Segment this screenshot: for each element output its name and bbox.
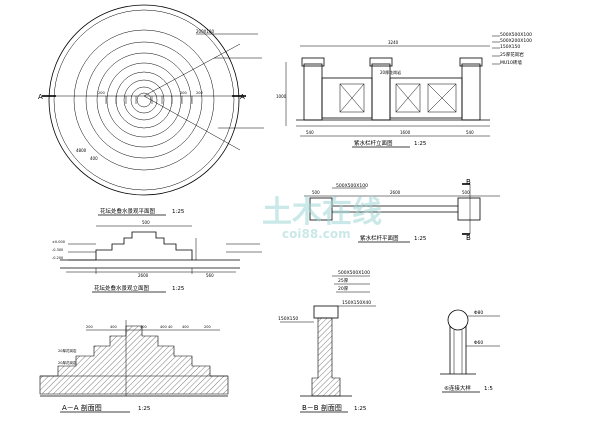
aa-dim-2: 400: [110, 325, 117, 329]
aa-dim-6: 200: [204, 325, 211, 329]
aa-note-1: 20厚花岗岩: [58, 348, 77, 353]
railing-plan: 500X500X100 500 2600 500 B B 紫水栏杆平面图 1:2…: [304, 178, 500, 243]
connection-detail: Φ80 Φ60 ⑥连接大样 1:5: [440, 309, 500, 393]
section-bb: 500X500X100 25厚 20厚 150X150X40 150X150 B…: [278, 270, 376, 413]
detail-title: ⑥连接大样: [444, 384, 471, 392]
elev-top-dim: 500: [142, 220, 150, 225]
elev-scale: 1:25: [172, 286, 185, 292]
rail-plan-scale: 1:25: [414, 236, 427, 242]
elev-level-2: -0.300: [52, 248, 63, 252]
elev-title: 花坛处叠水景观立面图: [94, 284, 150, 292]
ring-note: 200X100: [196, 29, 214, 34]
rail-dim-bottom-3: 540: [466, 130, 474, 135]
fountain-elevation: 500 ±0.000 -0.300 -0.200 2600 560 花坛处叠水景…: [52, 220, 262, 293]
section-aa: 200 400 400 400 400 200 20厚花岗岩 40 20厚花岗岩…: [39, 320, 229, 413]
rail-callout-2: 500X200X100: [500, 38, 532, 44]
rail-elev-scale: 1:25: [414, 141, 427, 147]
plan-title: 花坛处叠水景观平面图: [100, 207, 156, 215]
rail-callout-5: MU10砖墙: [500, 59, 522, 66]
bb-left-note: 150X150: [278, 316, 298, 322]
rail-callout-4: 25厚花岗岩: [500, 51, 524, 58]
detail-scale: 1:5: [484, 386, 493, 392]
elev-bottom-dim-2: 560: [206, 273, 214, 278]
plan-dim-left: 4800: [76, 148, 87, 153]
aa-note-2: 40: [168, 325, 172, 329]
rail-callout-1: 500X500X100: [500, 32, 532, 38]
ring-dim-3: 200: [196, 91, 203, 95]
bb-callout-3: 20厚: [338, 286, 349, 292]
fountain-plan: A A 200X100 4800 400 200 200 200 花坛处叠水景观…: [38, 4, 264, 216]
rail-dim-bottom-1: 540: [306, 130, 314, 135]
rail-plan-dim-2: 2600: [390, 190, 401, 195]
aa-dim-5: 400: [182, 325, 189, 329]
ring-dim-1: 200: [98, 91, 105, 95]
watermark: 土木在线 coi88.com: [262, 195, 382, 241]
bb-callout-2: 25厚: [338, 278, 349, 284]
aa-dim-3: 400: [140, 325, 147, 329]
bb-callout-1: 500X500X100: [338, 270, 370, 276]
rail-plan-dim-3: 500: [462, 190, 470, 195]
bb-scale: 1:25: [354, 406, 367, 412]
aa-note-3: 20厚花岗岩: [58, 360, 77, 365]
rail-callout-6: 20厚花岗岩: [380, 69, 401, 75]
rail-elev-title: 紫水栏杆立面图: [354, 139, 393, 147]
watermark-sub: coi88.com: [282, 227, 351, 241]
plan-scale: 1:25: [172, 209, 185, 215]
rail-callout-3: 150X150: [500, 44, 520, 50]
section-marker-a-right: A: [240, 93, 245, 101]
aa-scale: 1:25: [138, 406, 151, 412]
rail-plan-callout: 500X500X100: [336, 183, 368, 189]
elev-level-1: ±0.000: [52, 240, 65, 244]
detail-callout-1: Φ80: [474, 310, 483, 316]
rail-height: 1000: [276, 94, 287, 99]
bb-title: B－B 剖面图: [302, 403, 342, 412]
bb-callout-4: 150X150X40: [342, 300, 371, 306]
rail-dim-bottom-2: 1600: [400, 130, 411, 135]
aa-dim-4: 400: [160, 325, 167, 329]
detail-callout-2: Φ60: [474, 340, 483, 346]
plan-dim-right: 400: [90, 156, 98, 161]
elev-bottom-dim-1: 2600: [138, 273, 149, 278]
rail-plan-dim-1: 500: [312, 190, 320, 195]
elev-level-3: -0.200: [52, 256, 63, 260]
aa-dim-1: 200: [86, 325, 93, 329]
section-marker-a-left: A: [38, 93, 43, 101]
rail-top-dim: 3240: [388, 40, 399, 45]
railing-elevation: 3240 500X500X100 500X200X100 150X150 25厚…: [276, 32, 532, 148]
ring-dim-2: 200: [180, 91, 187, 95]
rail-plan-marker-top: B: [466, 178, 471, 186]
rail-plan-marker-bottom: B: [466, 234, 471, 242]
rail-plan-title: 紫水栏杆平面图: [360, 234, 399, 242]
ring-ticks: [105, 96, 193, 104]
aa-title: A－A 剖面图: [62, 403, 102, 412]
watermark-main: 土木在线: [262, 195, 382, 230]
